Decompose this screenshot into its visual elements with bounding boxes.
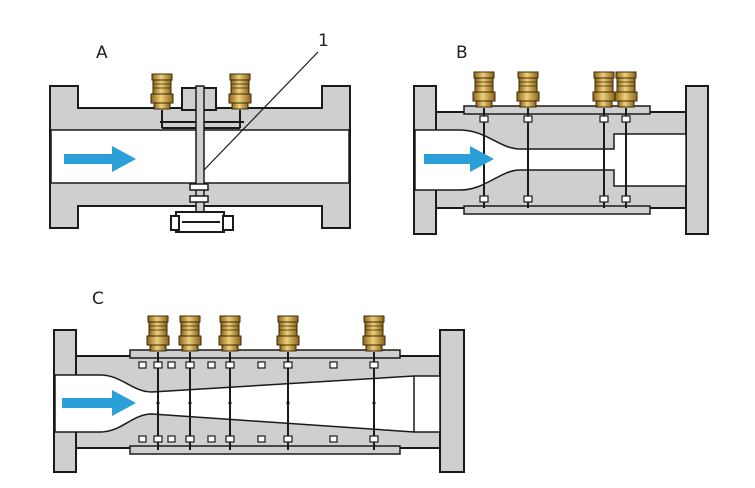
pressure-ring-bottom bbox=[129, 445, 401, 455]
venturi-bore bbox=[54, 374, 441, 433]
brass-fitting-icon bbox=[276, 315, 300, 352]
callout-leader bbox=[203, 51, 319, 171]
label-c: C bbox=[92, 289, 104, 309]
diagram-c-venturi-long: C bbox=[53, 289, 465, 473]
plate-holder bbox=[170, 211, 234, 233]
tap-nuts bbox=[138, 361, 379, 443]
flow-arrow-icon bbox=[64, 146, 136, 172]
pressure-ring-top bbox=[463, 105, 651, 115]
orifice-plate bbox=[195, 85, 205, 227]
diagram-b-venturi: B bbox=[413, 43, 709, 235]
brass-fitting-icon bbox=[146, 315, 170, 352]
brass-fitting-icon bbox=[218, 315, 242, 352]
brass-fitting-icon bbox=[516, 71, 540, 108]
label-a: A bbox=[96, 43, 108, 63]
brass-fitting-icon bbox=[472, 71, 496, 108]
tap-dots bbox=[156, 401, 376, 405]
label-b: B bbox=[456, 43, 468, 63]
callout-1: 1 bbox=[318, 31, 329, 51]
brass-fitting-icon bbox=[362, 315, 386, 352]
tap-nuts bbox=[479, 115, 631, 203]
plate-clamp bbox=[189, 183, 209, 191]
flange-right bbox=[439, 329, 465, 473]
pressure-ring-bottom bbox=[463, 205, 651, 215]
diagram-a-orifice: A 1 bbox=[49, 31, 351, 233]
plate-clamp bbox=[189, 195, 209, 203]
flange-right bbox=[685, 85, 709, 235]
brass-fitting-icon bbox=[592, 71, 616, 108]
brass-fitting-icon bbox=[178, 315, 202, 352]
brass-fitting-icon bbox=[150, 73, 174, 110]
flow-arrow-icon bbox=[62, 390, 136, 416]
brass-fitting-icon bbox=[228, 73, 252, 110]
flow-arrow-icon bbox=[424, 146, 494, 172]
pressure-ring-top bbox=[129, 349, 401, 359]
brass-fitting-icon bbox=[614, 71, 638, 108]
